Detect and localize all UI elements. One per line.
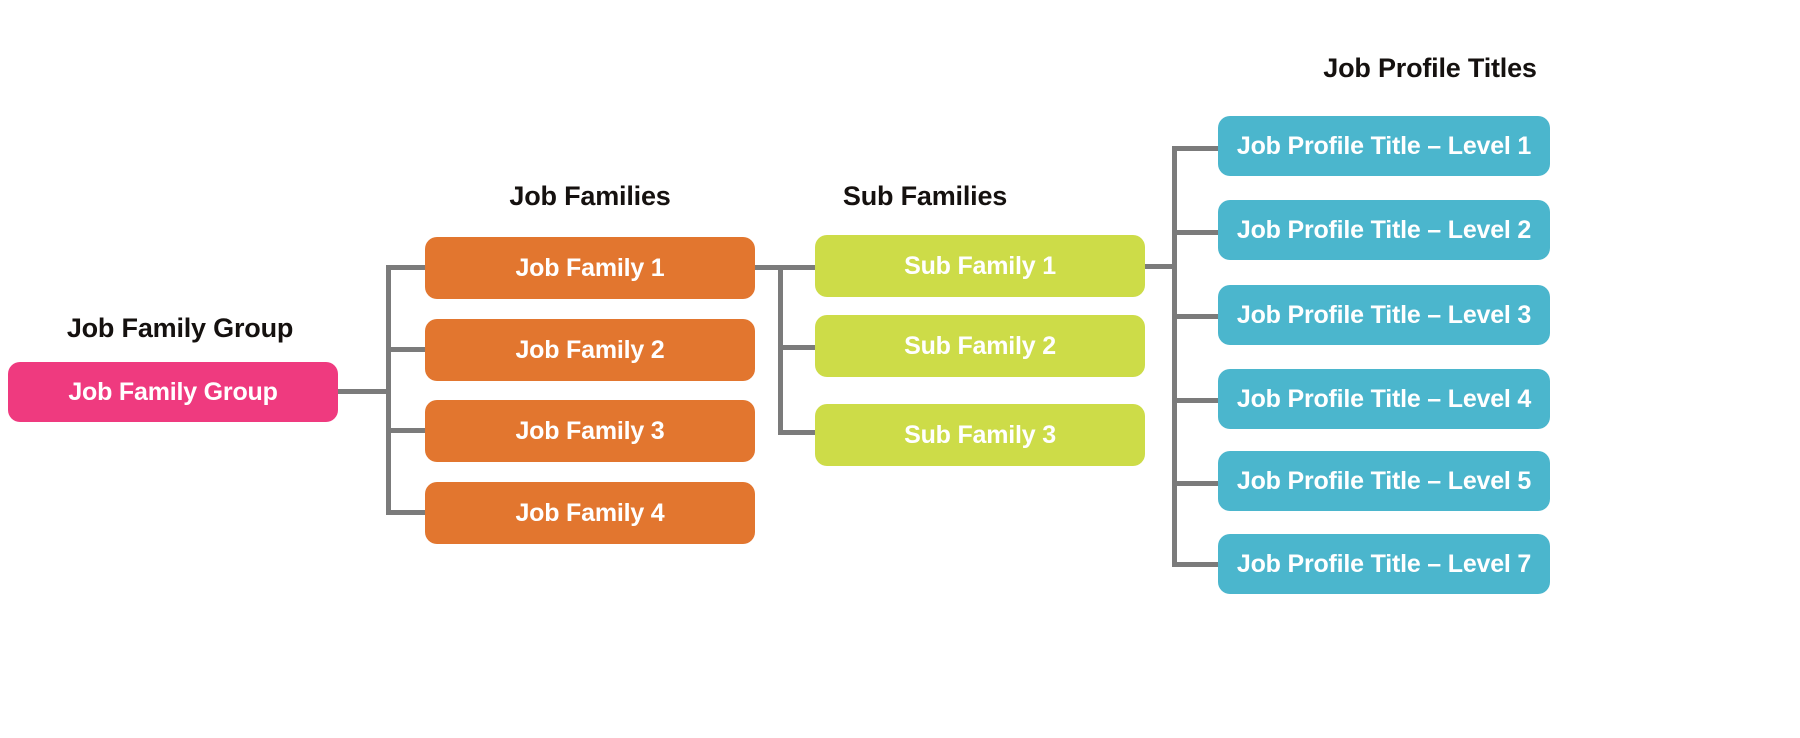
connector-family-4-branch: [386, 510, 432, 515]
connector-subfamily-3-branch: [778, 430, 820, 435]
heading-job-families: Job Families: [509, 181, 671, 211]
node-job-profile-title-level-7[interactable]: Job Profile Title – Level 7: [1218, 534, 1550, 594]
node-job-family-3[interactable]: Job Family 3: [425, 400, 755, 462]
connector-profile-title-6-branch: [1172, 562, 1220, 567]
node-job-family-4[interactable]: Job Family 4: [425, 482, 755, 544]
connector-family-2-branch: [386, 347, 432, 352]
connector-family-1-stub: [755, 265, 783, 270]
connector-subfamily-1-stub: [1145, 264, 1175, 269]
node-sub-family-1[interactable]: Sub Family 1: [815, 235, 1145, 297]
connector-subfamily-2-branch: [778, 345, 820, 350]
connector-profile-title-5-branch: [1172, 481, 1220, 486]
connector-families-trunk: [386, 265, 391, 515]
connector-profile-titles-trunk: [1172, 146, 1177, 566]
node-job-profile-title-level-1[interactable]: Job Profile Title – Level 1: [1218, 116, 1550, 176]
node-job-profile-title-level-5[interactable]: Job Profile Title – Level 5: [1218, 451, 1550, 511]
node-sub-family-3[interactable]: Sub Family 3: [815, 404, 1145, 466]
connector-family-1-branch: [386, 265, 432, 270]
connector-profile-title-1-branch: [1172, 146, 1220, 151]
node-job-profile-title-level-2[interactable]: Job Profile Title – Level 2: [1218, 200, 1550, 260]
connector-subfamily-1-branch: [778, 265, 820, 270]
connector-profile-title-3-branch: [1172, 314, 1220, 319]
node-job-profile-title-level-3[interactable]: Job Profile Title – Level 3: [1218, 285, 1550, 345]
connector-profile-title-2-branch: [1172, 230, 1220, 235]
connector-subfamilies-trunk: [778, 265, 783, 435]
heading-sub-families: Sub Families: [842, 181, 1008, 211]
heading-job-profile-titles: Job Profile Titles: [1323, 53, 1537, 83]
node-job-family-1[interactable]: Job Family 1: [425, 237, 755, 299]
connector-group-stub: [338, 389, 390, 394]
node-job-profile-title-level-4[interactable]: Job Profile Title – Level 4: [1218, 369, 1550, 429]
node-job-family-2[interactable]: Job Family 2: [425, 319, 755, 381]
connector-family-3-branch: [386, 428, 432, 433]
connector-profile-title-4-branch: [1172, 398, 1220, 403]
node-sub-family-2[interactable]: Sub Family 2: [815, 315, 1145, 377]
node-job-family-group[interactable]: Job Family Group: [8, 362, 338, 422]
heading-job-family-group: Job Family Group: [66, 313, 294, 343]
